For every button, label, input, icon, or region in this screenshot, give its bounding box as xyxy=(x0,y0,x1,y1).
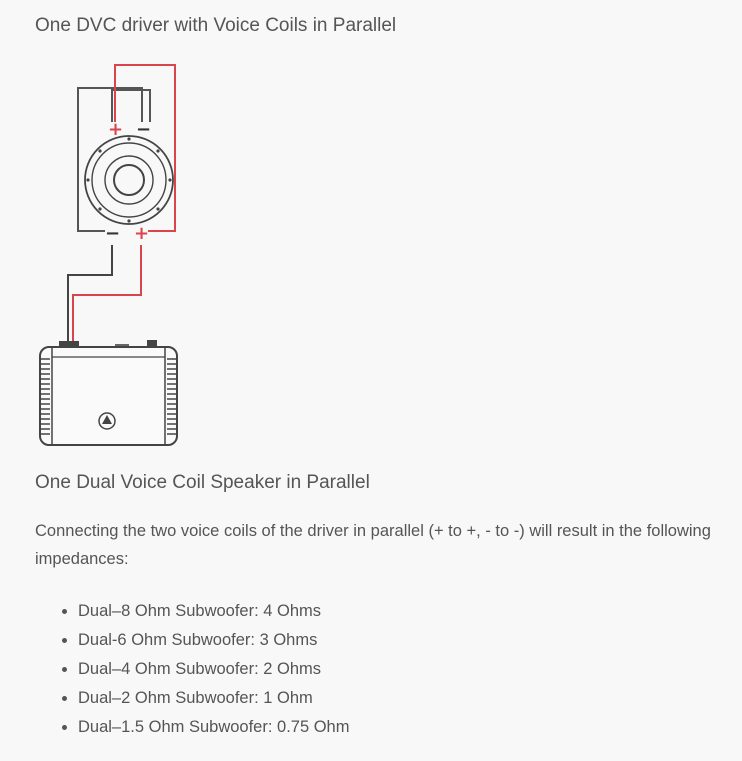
bottom-negative-symbol: − xyxy=(105,223,120,244)
wiring-diagram: + − − + xyxy=(39,64,178,446)
top-positive-symbol: + xyxy=(108,119,123,140)
amplifier-icon xyxy=(39,340,178,446)
section-paragraph: Connecting the two voice coils of the dr… xyxy=(35,522,711,568)
section-heading: One Dual Voice Coil Speaker in Parallel xyxy=(35,472,370,493)
diagram-title: One DVC driver with Voice Coils in Paral… xyxy=(35,15,397,36)
list-item: Dual–2 Ohm Subwoofer: 1 Ohm xyxy=(78,684,349,713)
positive-lead xyxy=(72,245,142,342)
dvc-box-right xyxy=(114,64,176,232)
top-negative-symbol: − xyxy=(136,119,151,140)
bottom-positive-symbol: + xyxy=(134,223,149,244)
negative-lead xyxy=(67,245,113,342)
list-item: Dual-6 Ohm Subwoofer: 3 Ohms xyxy=(78,626,349,655)
list-item: Dual–4 Ohm Subwoofer: 2 Ohms xyxy=(78,655,349,684)
dvc-box-left xyxy=(77,87,143,232)
list-item: Dual–8 Ohm Subwoofer: 4 Ohms xyxy=(78,597,349,626)
list-item: Dual–1.5 Ohm Subwoofer: 0.75 Ohm xyxy=(78,713,349,742)
impedance-list: Dual–8 Ohm Subwoofer: 4 Ohms Dual-6 Ohm … xyxy=(35,597,349,742)
negative-wire-loop xyxy=(111,89,151,122)
subwoofer-icon xyxy=(84,135,174,225)
